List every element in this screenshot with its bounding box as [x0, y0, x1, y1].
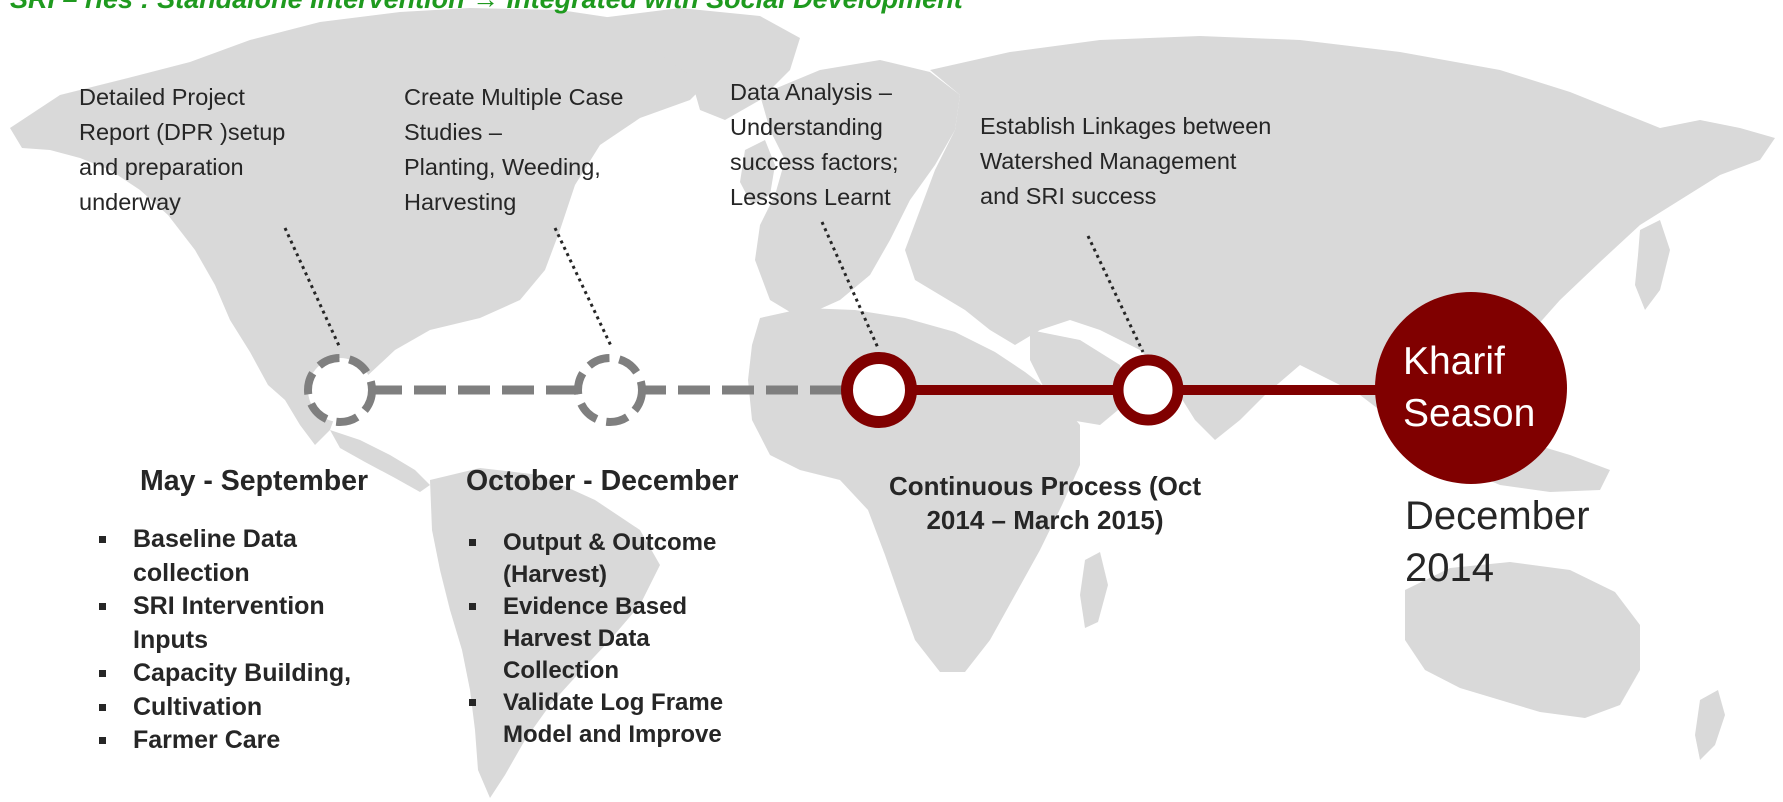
list-item: Capacity Building,	[97, 657, 351, 691]
list-item: Validate Log Frame	[467, 687, 723, 719]
milestone-linkages	[1112, 354, 1184, 426]
list-item-continuation: Inputs	[133, 625, 208, 654]
note-case-studies: Create Multiple Case Studies – Planting,…	[404, 84, 624, 215]
leader-line-4	[1086, 235, 1145, 353]
slide-title: SRI – ries : Standalone Intervention → I…	[10, 0, 963, 15]
list-item-continuation: (Harvest)	[503, 561, 608, 588]
list-item-continuation: collection	[133, 558, 250, 587]
note-data-analysis: Data Analysis – Understanding success fa…	[730, 79, 899, 210]
list-item: Cultivation	[97, 691, 351, 725]
phase-bullets-october-december: Output & Outcome (Harvest) Evidence Base…	[467, 527, 723, 751]
phase-bullets-may-september: Baseline Data collection SRI Interventio…	[97, 523, 351, 758]
leader-line-1	[283, 227, 342, 349]
list-item: Evidence Based	[467, 591, 723, 623]
phase-heading-may-september: May - September	[140, 465, 369, 497]
milestone-continuous-process	[841, 352, 917, 428]
milestone-may-september	[304, 354, 376, 426]
list-item: Baseline Data	[97, 523, 351, 557]
list-item: Farmer Care	[97, 724, 351, 758]
phase-heading-continuous-process: Continuous Process (Oct 2014 – March 201…	[888, 471, 1202, 535]
list-item-continuation: Model and Improve	[503, 721, 722, 748]
milestone-october-december	[574, 354, 646, 426]
phase-heading-october-december: October - December	[466, 465, 739, 497]
list-item-continuation: Collection	[503, 657, 620, 684]
note-dpr-setup: Detailed Project Report (DPR )setup and …	[79, 84, 286, 215]
list-item-continuation: Harvest Data	[503, 625, 650, 652]
leader-line-2	[553, 227, 614, 349]
leader-line-3	[820, 221, 880, 349]
list-item: SRI Intervention	[97, 590, 351, 624]
list-item: Output & Outcome	[467, 527, 723, 559]
milestone-date: December 2014	[1405, 494, 1590, 590]
note-linkages: Establish Linkages between Watershed Man…	[980, 113, 1272, 209]
kharif-season-milestone: Kharif Season	[1375, 292, 1567, 484]
